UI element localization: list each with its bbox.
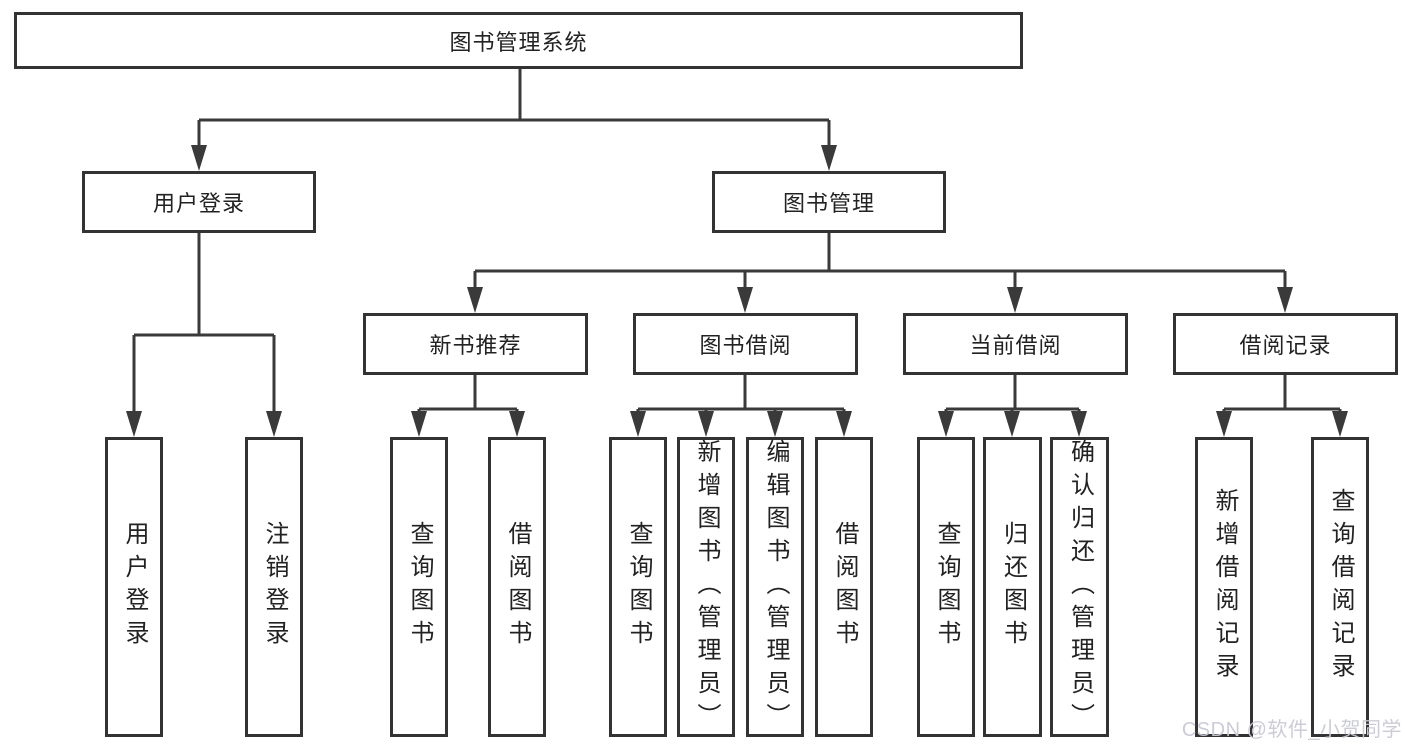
node-user-login-label: 用户登录 [152, 191, 245, 216]
leaf-current-confirm-label: 确认归还（管理员） [1066, 438, 1094, 736]
leaf-current-return-label: 归还图书 [999, 521, 1027, 653]
node-borrow-record-label: 借阅记录 [1239, 333, 1332, 358]
leaf-borrow-book: 借阅图书 [815, 437, 873, 737]
node-root-label: 图书管理系统 [449, 29, 588, 55]
leaf-logout-label: 注销登录 [261, 521, 288, 653]
leaf-borrow-query: 查询图书 [609, 437, 667, 737]
node-new-book-label: 新书推荐 [429, 333, 522, 358]
leaf-borrow-book-label: 借阅图书 [831, 521, 858, 653]
leaf-record-add-label: 新增借阅记录 [1211, 488, 1238, 686]
leaf-current-query: 查询图书 [917, 437, 975, 737]
leaf-newbook-query-label: 查询图书 [406, 521, 433, 653]
leaf-record-add: 新增借阅记录 [1195, 437, 1253, 737]
leaf-current-return: 归还图书 [983, 437, 1042, 737]
leaf-newbook-borrow: 借阅图书 [488, 437, 546, 737]
leaf-borrow-edit-label: 编辑图书（管理员） [762, 438, 789, 736]
node-book-borrow: 图书借阅 [633, 313, 858, 375]
node-new-book: 新书推荐 [363, 313, 588, 375]
leaf-logout: 注销登录 [245, 437, 303, 737]
leaf-record-query-label: 查询借阅记录 [1327, 488, 1354, 686]
leaf-borrow-edit: 编辑图书（管理员） [746, 437, 804, 737]
node-user-login: 用户登录 [82, 171, 316, 233]
leaf-newbook-borrow-label: 借阅图书 [504, 521, 531, 653]
node-root: 图书管理系统 [14, 12, 1023, 69]
csdn-watermark: CSDN @软件_小贺同学 [1181, 719, 1402, 741]
leaf-record-query: 查询借阅记录 [1311, 437, 1369, 737]
arrowheads [126, 145, 1348, 437]
leaf-current-query-label: 查询图书 [933, 521, 960, 653]
node-current-borrow-label: 当前借阅 [969, 333, 1062, 358]
leaf-borrow-query-label: 查询图书 [625, 521, 652, 653]
leaf-user-login: 用户登录 [105, 437, 163, 737]
leaf-newbook-query: 查询图书 [390, 437, 448, 737]
leaf-borrow-add: 新增图书（管理员） [677, 437, 735, 737]
node-book-mgmt: 图书管理 [712, 171, 946, 233]
node-borrow-record: 借阅记录 [1173, 313, 1398, 375]
node-current-borrow: 当前借阅 [903, 313, 1128, 375]
node-book-borrow-label: 图书借阅 [699, 333, 792, 358]
leaf-user-login-label: 用户登录 [121, 521, 148, 653]
node-book-mgmt-label: 图书管理 [782, 191, 875, 216]
leaf-borrow-add-label: 新增图书（管理员） [693, 438, 720, 736]
leaf-current-confirm: 确认归还（管理员） [1050, 437, 1109, 737]
